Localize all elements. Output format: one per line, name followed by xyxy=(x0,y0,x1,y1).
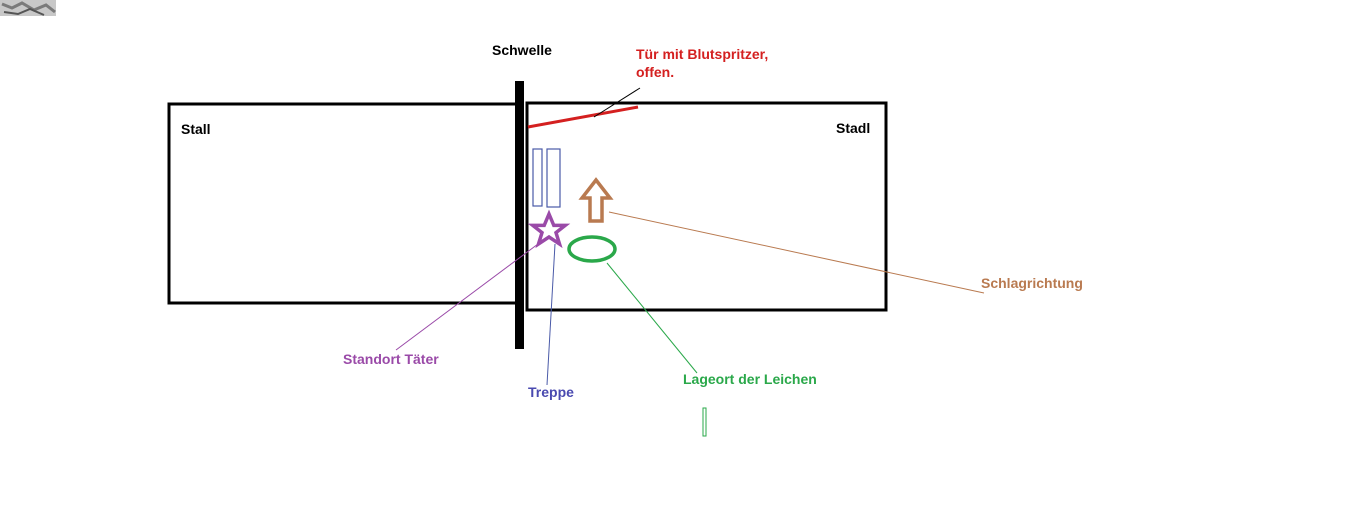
schwelle-label: Schwelle xyxy=(492,42,552,58)
ellipse-icon xyxy=(569,237,615,261)
stadl-label: Stadl xyxy=(836,120,870,136)
stairs-left xyxy=(533,149,542,206)
arrow-up-icon xyxy=(582,180,610,221)
door-line xyxy=(528,107,638,127)
stall-room xyxy=(169,104,519,303)
threshold-bar xyxy=(515,81,524,349)
tuer-label-line1: Tür mit Blutspritzer, xyxy=(636,46,768,62)
schlagrichtung-pointer xyxy=(609,212,984,293)
star-icon xyxy=(533,214,565,244)
treppe-pointer xyxy=(547,244,555,385)
lageort-pointer xyxy=(607,263,697,373)
corner-scribble xyxy=(0,0,56,16)
stairs-right xyxy=(547,149,560,207)
schlagrichtung-label: Schlagrichtung xyxy=(981,275,1083,291)
tuer-label-line2: offen. xyxy=(636,64,674,80)
taeter-label: Standort Täter xyxy=(343,351,439,367)
stadl-room xyxy=(527,103,886,310)
stall-label: Stall xyxy=(181,121,211,137)
lageort-label: Lageort der Leichen xyxy=(683,371,817,387)
treppe-label: Treppe xyxy=(528,384,574,400)
green-mark xyxy=(703,408,706,436)
